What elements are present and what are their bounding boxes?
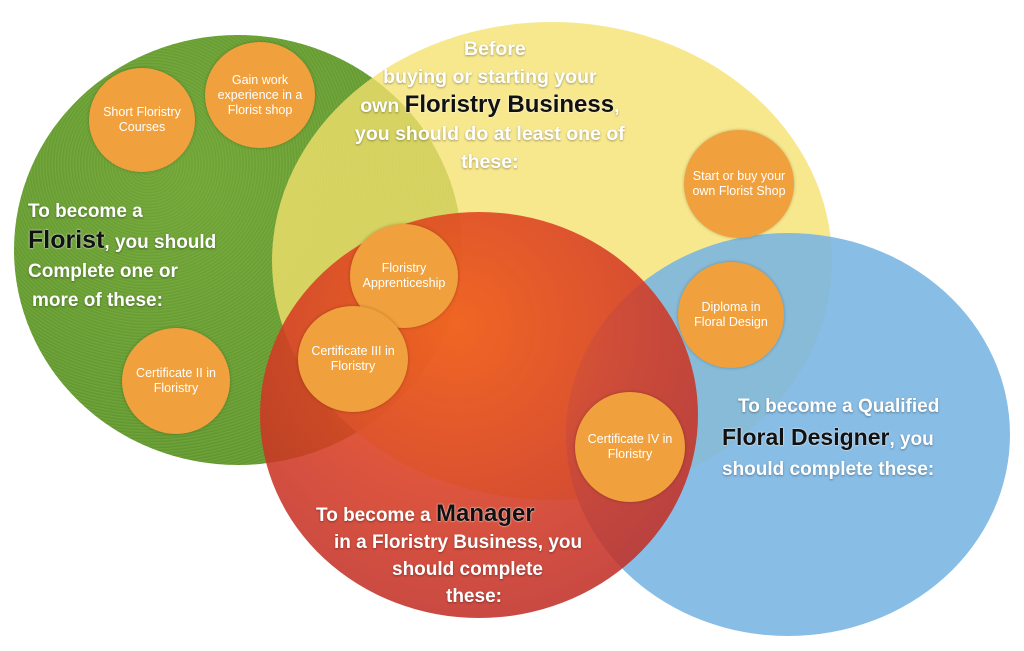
course-label: Diploma in Floral Design (694, 300, 768, 329)
heading-line: Florist, you should (28, 226, 216, 257)
heading-line: Floral Designer, you (722, 422, 939, 455)
course-work-experience: Gain work experience in a Florist shop (205, 42, 315, 148)
heading-line: Complete one or (28, 261, 178, 282)
heading-line: you should do at least one of (355, 123, 625, 145)
heading-line: should complete (392, 559, 543, 580)
course-cert-iii: Certificate III in Floristry (298, 306, 408, 412)
course-label: Floristry Apprenticeship (362, 261, 446, 290)
course-label: Certificate III in Floristry (311, 344, 395, 373)
heading-line: these: (446, 586, 502, 607)
heading-text: To become a (316, 505, 437, 526)
course-cert-iv: Certificate IV in Floristry (575, 392, 685, 502)
heading-line: more of these: (32, 290, 163, 311)
course-label: Gain work experience in a Florist shop (217, 72, 303, 117)
heading-text: own (360, 95, 405, 117)
heading-keyword: Florist (28, 226, 105, 254)
manager-heading: To become a Manager in a Floristry Busin… (310, 500, 582, 610)
heading-line: To become a (28, 201, 143, 222)
course-label: Start or buy your own Florist Shop (692, 169, 786, 198)
business-heading: Before buying or starting your own Flori… (355, 35, 625, 176)
course-start-buy-shop: Start or buy your own Florist Shop (684, 130, 794, 238)
heading-line: own Floristry Business, (355, 91, 625, 120)
heading-line: To become a Qualified (738, 396, 940, 417)
heading-text: , you (889, 429, 934, 450)
course-label: Short Floristry Courses (103, 105, 181, 134)
course-label: Certificate IV in Floristry (587, 432, 673, 461)
course-diploma: Diploma in Floral Design (678, 262, 784, 368)
florist-heading: To become a Florist, you should Complete… (28, 197, 216, 315)
heading-line: Before (463, 38, 526, 60)
heading-line: should complete these: (722, 459, 935, 480)
course-cert-ii: Certificate II in Floristry (122, 328, 230, 434)
course-short-floristry: Short Floristry Courses (89, 68, 195, 172)
heading-text: , (614, 95, 620, 117)
heading-keyword: Floral Designer (722, 424, 890, 450)
designer-heading: To become a Qualified Floral Designer, y… (722, 392, 939, 485)
heading-text: , you should (104, 232, 217, 253)
heading-keyword: Floristry Business (404, 91, 615, 118)
course-label: Certificate II in Floristry (136, 366, 216, 395)
heading-keyword: Manager (436, 500, 535, 527)
heading-line: To become a Manager (310, 500, 582, 529)
heading-line: buying or starting your (383, 66, 597, 88)
heading-line: in a Floristry Business, you (334, 532, 583, 553)
heading-line: these: (461, 151, 519, 173)
